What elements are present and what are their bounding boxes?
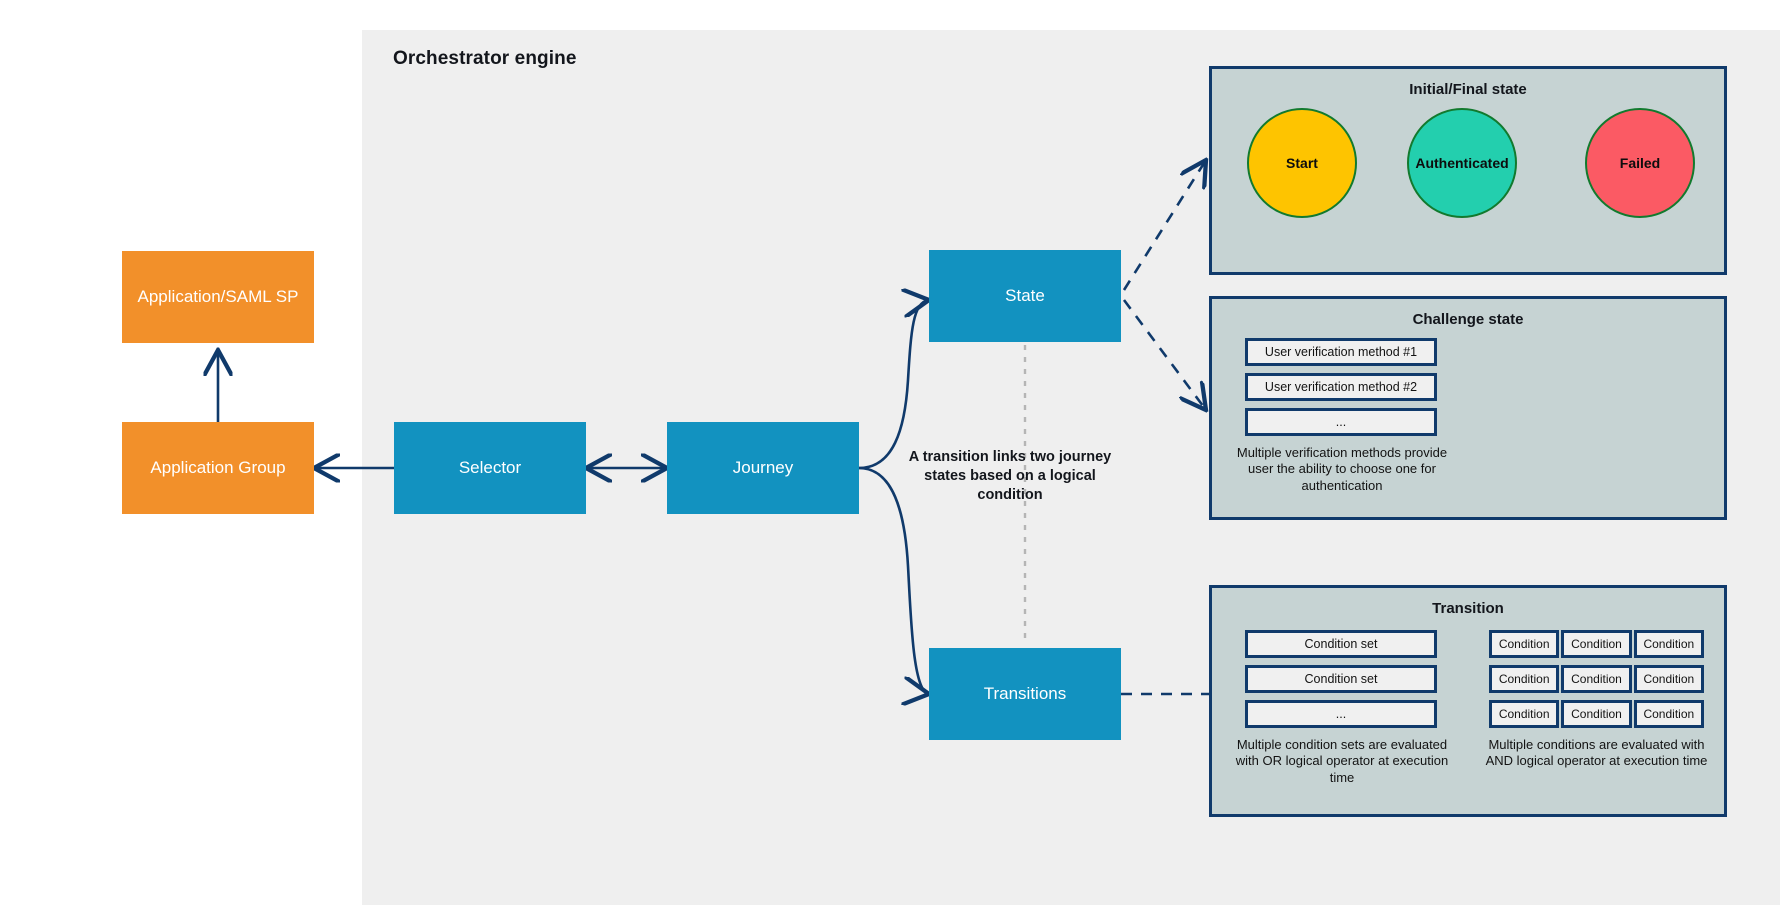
circle-label: Failed <box>1619 155 1661 171</box>
node-label: Selector <box>458 458 522 478</box>
node-label: Application Group <box>150 458 286 478</box>
node-label: State <box>1005 286 1045 306</box>
condition-cell[interactable]: Condition <box>1561 630 1632 658</box>
state-circle-start[interactable]: Start <box>1247 108 1357 218</box>
condition-set-row[interactable]: ... <box>1245 700 1437 728</box>
condition-cell[interactable]: Condition <box>1489 630 1560 658</box>
challenge-caption: Multiple verification methods provide us… <box>1236 445 1448 493</box>
condition-grid-row: Condition Condition Condition <box>1489 665 1704 693</box>
condition-cell[interactable]: Condition <box>1561 665 1632 693</box>
page-title: Orchestrator engine <box>393 48 577 69</box>
condition-cell[interactable]: Condition <box>1489 665 1560 693</box>
circle-label: Start <box>1286 155 1318 171</box>
node-label: Journey <box>732 458 794 478</box>
condition-grid-row: Condition Condition Condition <box>1489 700 1704 728</box>
circle-label: Authenticated <box>1415 155 1509 171</box>
condition-cell[interactable]: Condition <box>1561 700 1632 728</box>
condition-grid-row: Condition Condition Condition <box>1489 630 1704 658</box>
node-application-saml-sp[interactable]: Application/SAML SP <box>122 251 314 343</box>
transition-description-note: A transition links two journey states ba… <box>908 449 1112 504</box>
verification-method-row[interactable]: User verification method #1 <box>1245 338 1437 366</box>
node-application-group[interactable]: Application Group <box>122 422 314 514</box>
node-journey[interactable]: Journey <box>667 422 859 514</box>
verification-method-row[interactable]: ... <box>1245 408 1437 436</box>
node-label: Application/SAML SP <box>137 287 299 307</box>
node-transitions[interactable]: Transitions <box>929 648 1121 740</box>
condition-set-row[interactable]: Condition set <box>1245 665 1437 693</box>
panel-title: Transition <box>1432 600 1504 617</box>
node-state[interactable]: State <box>929 250 1121 342</box>
state-circle-failed[interactable]: Failed <box>1585 108 1695 218</box>
condition-set-row[interactable]: Condition set <box>1245 630 1437 658</box>
state-circle-authenticated[interactable]: Authenticated <box>1407 108 1517 218</box>
verification-method-row[interactable]: User verification method #2 <box>1245 373 1437 401</box>
panel-title: Challenge state <box>1412 311 1524 328</box>
condition-cell[interactable]: Condition <box>1633 630 1704 658</box>
condition-cell[interactable]: Condition <box>1489 700 1560 728</box>
panel-title: Initial/Final state <box>1409 81 1527 98</box>
condition-cell[interactable]: Condition <box>1633 700 1704 728</box>
node-selector[interactable]: Selector <box>394 422 586 514</box>
condition-cell[interactable]: Condition <box>1633 665 1704 693</box>
condition-set-caption: Multiple condition sets are evaluated wi… <box>1235 737 1449 785</box>
condition-grid-caption: Multiple conditions are evaluated with A… <box>1485 737 1708 769</box>
node-label: Transitions <box>983 684 1067 704</box>
